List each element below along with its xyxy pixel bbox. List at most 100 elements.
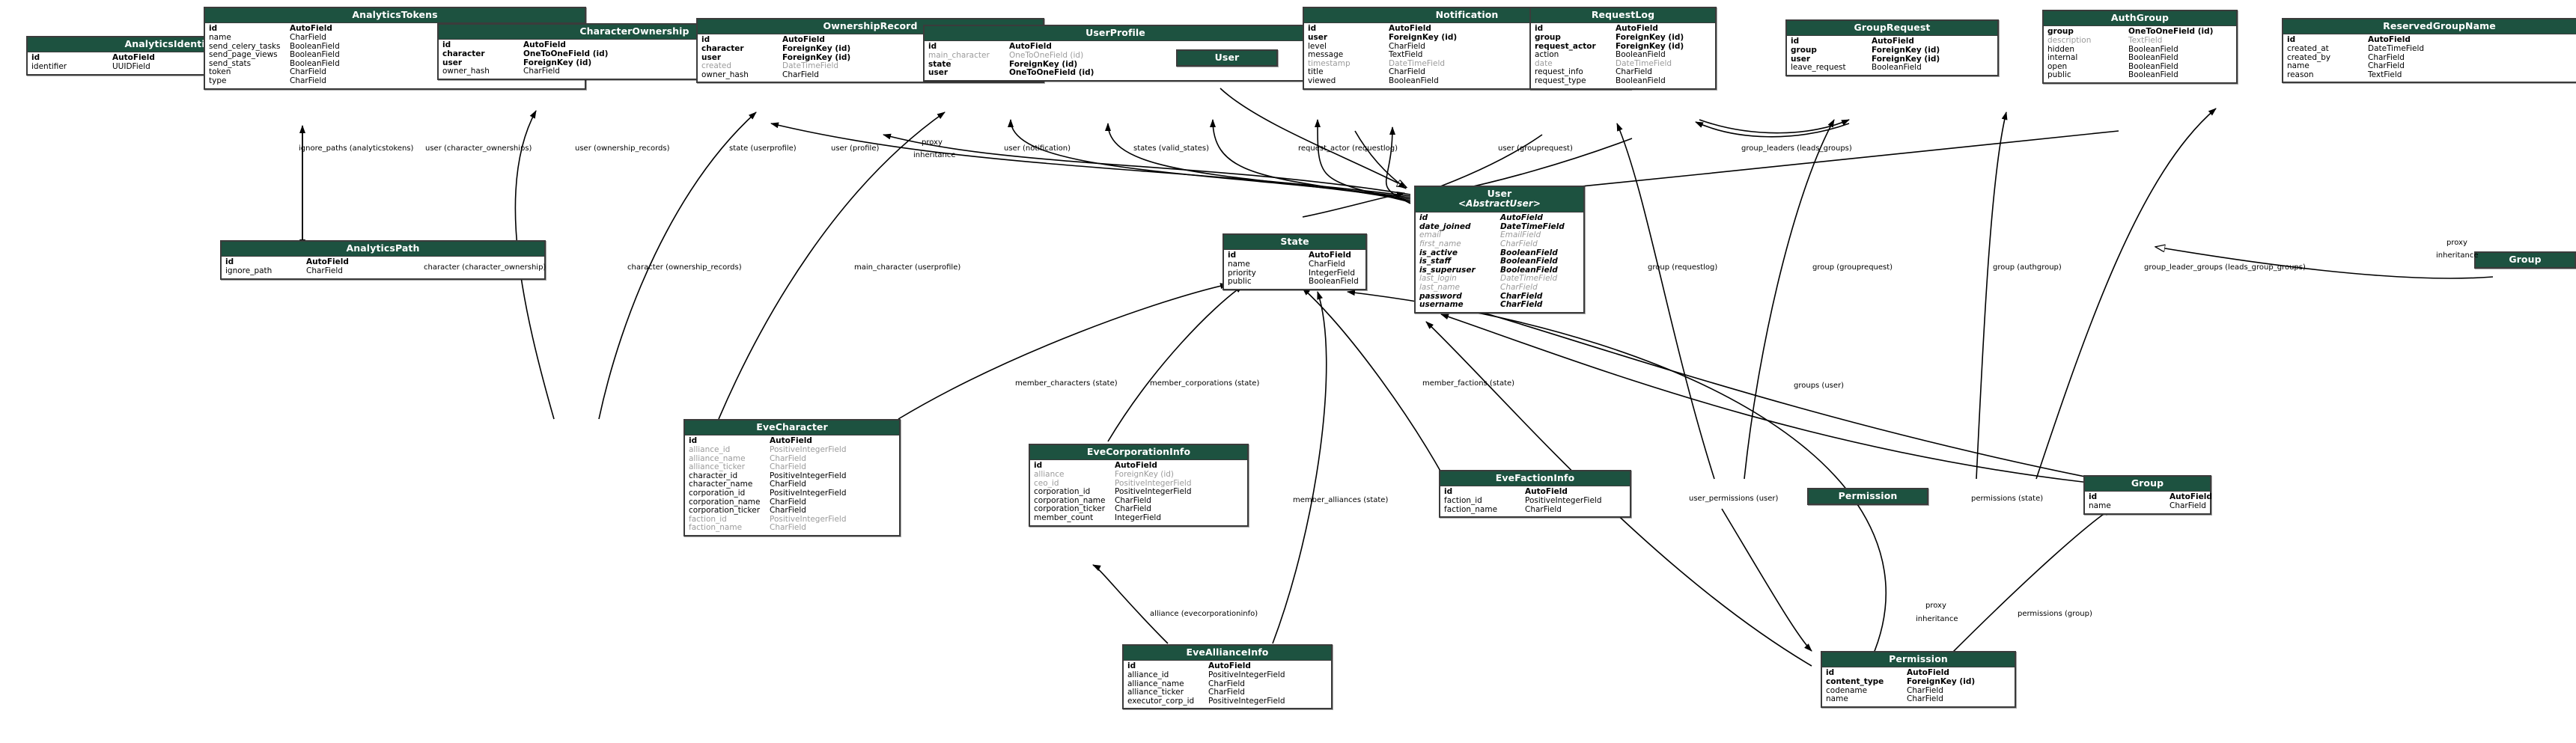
field-type: CharField bbox=[306, 266, 343, 275]
field-name: created_by bbox=[2287, 53, 2331, 62]
field-type: CharField bbox=[1500, 300, 1543, 310]
entity-permission_plain[interactable]: Permission bbox=[1807, 488, 1928, 506]
field-name: alliance_ticker bbox=[1127, 688, 1184, 697]
entity-title: EveCharacter bbox=[685, 421, 899, 436]
field-type: ForeignKey (id) bbox=[1907, 676, 1976, 686]
field-name: password bbox=[1419, 292, 1462, 301]
field-name: alliance_id bbox=[689, 445, 731, 454]
edge-label: user (ownership_records) bbox=[575, 144, 670, 153]
field-name: faction_id bbox=[689, 515, 727, 524]
field-type: CharField bbox=[1907, 685, 1943, 695]
field-type: DateTimeField bbox=[782, 61, 839, 71]
field-row: public BooleanField bbox=[1228, 278, 1362, 287]
edge-label: alliance (evecorporationinfo) bbox=[1150, 610, 1258, 618]
field-name: alliance_name bbox=[689, 454, 746, 463]
field-type: ForeignKey (id) bbox=[1872, 45, 1940, 55]
field-type: TextField bbox=[1389, 50, 1423, 60]
field-name: public bbox=[1228, 278, 1252, 287]
field-name: faction_name bbox=[689, 524, 743, 533]
field-type: PositiveIntegerField bbox=[770, 471, 847, 480]
field-name: request_type bbox=[1535, 76, 1586, 85]
field-type: DateTimeField bbox=[1389, 58, 1446, 68]
field-name: description bbox=[2047, 36, 2092, 45]
field-name: id bbox=[225, 258, 234, 267]
field-type: BooleanField bbox=[1309, 277, 1359, 287]
field-name: id bbox=[928, 43, 937, 52]
field-name: group bbox=[1535, 33, 1561, 42]
field-name: name bbox=[1826, 695, 1848, 704]
field-type: AutoField bbox=[523, 40, 566, 50]
entity-title: EveCorporationInfo bbox=[1030, 445, 1247, 461]
field-name: timestamp bbox=[1308, 59, 1351, 68]
field-type: BooleanField bbox=[2128, 44, 2178, 54]
field-type: OneToOneField (id) bbox=[1009, 68, 1094, 78]
field-type: CharField bbox=[782, 70, 819, 79]
entity-user_plain[interactable]: User bbox=[1176, 49, 1278, 67]
field-row: corporation_id PositiveIntegerField bbox=[1034, 488, 1243, 497]
field-type: BooleanField bbox=[1389, 76, 1439, 85]
field-name: user bbox=[701, 53, 722, 62]
entity-group_plain[interactable]: Group bbox=[2474, 251, 2576, 269]
field-type: CharField bbox=[770, 523, 806, 533]
field-name: content_type bbox=[1826, 677, 1884, 686]
field-type: CharField bbox=[1500, 239, 1538, 248]
field-name: user bbox=[928, 69, 949, 78]
edge-label: proxy bbox=[2446, 239, 2467, 247]
field-name: alliance_name bbox=[1127, 679, 1184, 688]
field-type: ForeignKey (id) bbox=[782, 43, 851, 53]
field-name: request_actor bbox=[1535, 42, 1596, 51]
field-type: AutoField bbox=[1616, 24, 1658, 34]
field-name: corporation_id bbox=[1034, 488, 1091, 497]
field-name: date bbox=[1535, 59, 1553, 68]
field-name: alliance_id bbox=[1127, 670, 1169, 679]
field-type: DateTimeField bbox=[2368, 43, 2425, 53]
field-type: PositiveIntegerField bbox=[1115, 487, 1192, 497]
